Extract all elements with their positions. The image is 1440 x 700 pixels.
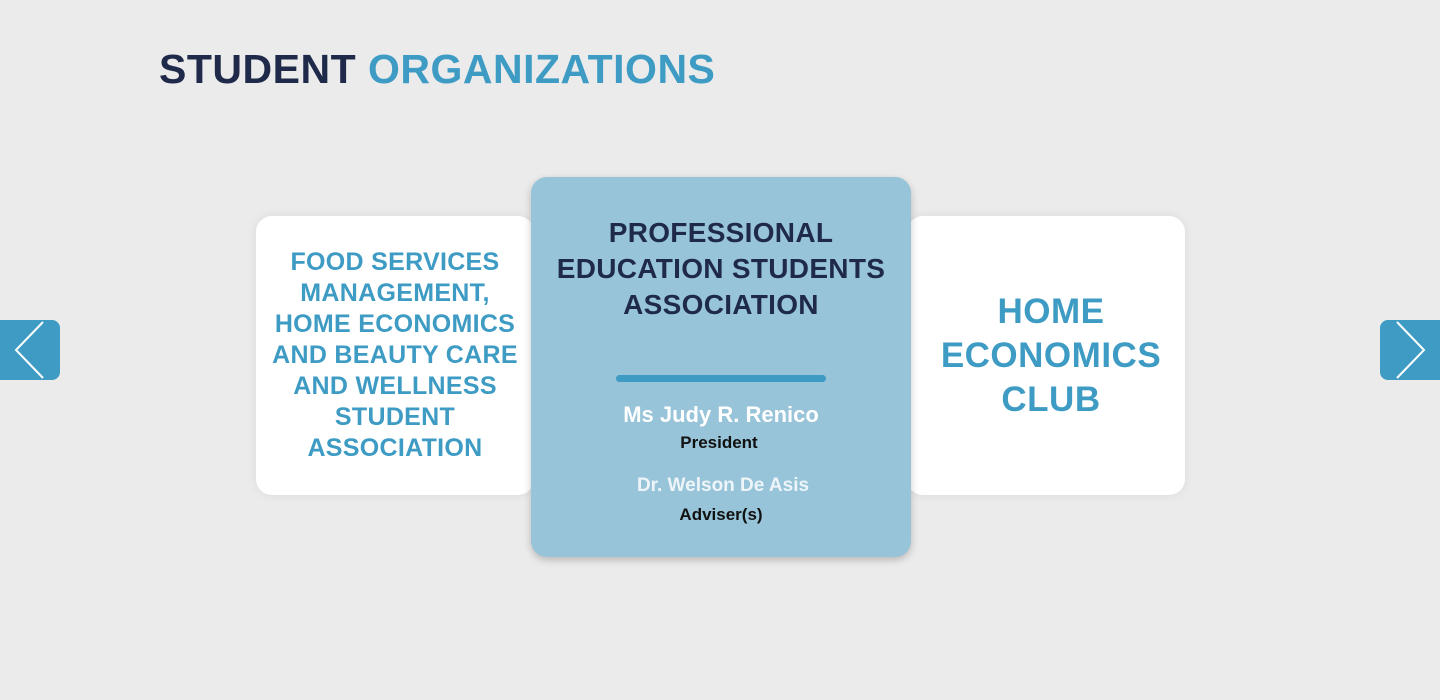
- carousel-next-button[interactable]: [1380, 320, 1440, 380]
- president-label: President: [680, 433, 758, 452]
- org-card-title: HOME ECONOMICS CLUB: [940, 291, 1162, 419]
- chevron-left-icon: [10, 320, 50, 380]
- org-card-title: PROFESSIONAL EDUCATION STUDENTS ASSOCIAT…: [556, 217, 886, 320]
- adviser-label: Adviser(s): [679, 505, 763, 524]
- carousel-prev-button[interactable]: [0, 320, 60, 380]
- chevron-right-icon: [1390, 320, 1430, 380]
- org-card-title: FOOD SERVICES MANAGEMENT, HOME ECONOMICS…: [272, 248, 518, 462]
- page-title-student: STUDENT: [159, 46, 357, 92]
- org-card-food-services[interactable]: FOOD SERVICES MANAGEMENT, HOME ECONOMICS…: [256, 216, 534, 495]
- adviser-name: Dr. Welson De Asis: [636, 475, 810, 496]
- org-card-professional-education-active[interactable]: PROFESSIONAL EDUCATION STUDENTS ASSOCIAT…: [531, 177, 911, 557]
- president-name: Ms Judy R. Renico: [623, 402, 819, 427]
- org-card-home-economics-club[interactable]: HOME ECONOMICS CLUB: [907, 216, 1185, 495]
- page-title-organizations: ORGANIZATIONS: [368, 46, 716, 92]
- card-divider: [616, 375, 826, 382]
- page-title: STUDENT ORGANIZATIONS: [159, 44, 715, 94]
